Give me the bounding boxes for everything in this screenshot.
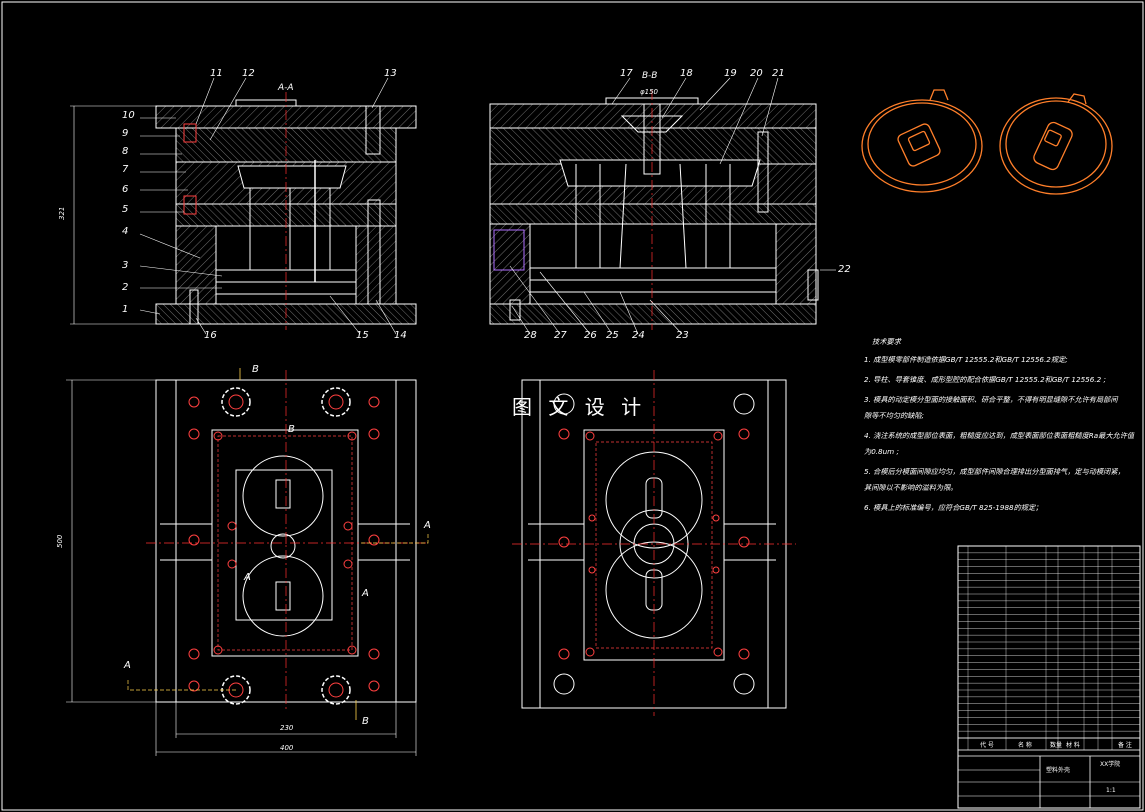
dim-height-top: 321 (58, 207, 66, 220)
section-marker-b-top: B (252, 364, 259, 375)
section-marker-b-mid: B (288, 424, 295, 435)
tech-requirements: 技术要求 1. 成型模零部件制造依据GB/T 12555.2和GB/T 1255… (864, 337, 1135, 512)
tech-req-item-4: 4. 浇注系统的成型部位表面，粗糙度应达到，成型表面部位表面粗糙度Ra最大允许值 (864, 431, 1135, 440)
callout-17: 17 (620, 68, 633, 79)
dim-small-label: φ150 (640, 88, 659, 96)
callout-24: 24 (632, 330, 645, 341)
tb-drawing-name: 塑料外壳 (1046, 766, 1070, 774)
section-bb-title: B-B (642, 71, 657, 81)
tech-req-item-2: 2. 导柱、导套锥度、成形型腔的配合依据GB/T 12555.2和GB/T 12… (864, 375, 1106, 384)
dim-width-outer: 400 (280, 744, 294, 752)
tb-header-remark: 备 注 (1118, 741, 1132, 749)
callouts-bottom-right: 28 27 26 25 24 23 22 (509, 264, 851, 341)
callout-7: 7 (122, 164, 129, 175)
callout-18: 18 (680, 68, 693, 79)
callout-8: 8 (122, 146, 128, 157)
callout-4: 4 (122, 226, 128, 237)
tech-req-item-3b: 隙等不均匀的缺陷; (864, 411, 924, 420)
callout-5: 5 (122, 204, 128, 215)
callouts-bottom-left: 16 15 14 (195, 295, 407, 341)
callout-1: 1 (122, 304, 128, 315)
callout-10: 10 (122, 110, 135, 121)
tech-req-title: 技术要求 (872, 337, 902, 346)
callout-13: 13 (384, 68, 397, 79)
dim-width-inner: 230 (280, 724, 294, 732)
section-marker-a-inner2: A (361, 588, 369, 599)
callout-11: 11 (210, 68, 223, 79)
callout-20: 20 (750, 68, 763, 79)
section-marker-a-left: A (123, 660, 131, 671)
product-parts (861, 89, 1113, 195)
dim-height-plan: 500 (56, 534, 64, 548)
tech-req-item-5b: 其间隙以不影响的溢料为限。 (864, 483, 957, 492)
tech-req-item-3: 3. 模具的动定模分型面的接触面积、研合平整，不得有明显缝隙不允许有局部间 (864, 395, 1118, 404)
callout-25: 25 (606, 330, 619, 341)
callout-26: 26 (584, 330, 597, 341)
watermark-text: 图 文 设 计 (512, 395, 646, 419)
callout-28: 28 (524, 330, 537, 341)
section-bb-view: B-B φ150 (489, 71, 819, 330)
tech-req-item-4b: 为0.8um ; (864, 447, 899, 456)
callout-16: 16 (204, 330, 217, 341)
tb-scale: 1:1 (1106, 787, 1116, 794)
tb-school: XX学院 (1100, 760, 1120, 768)
tech-req-item-5: 5. 合模后分模面间隙应均匀，成型部件间隙合理排出分型面排气，定与动模闭紧， (864, 467, 1125, 476)
callout-22: 22 (838, 264, 851, 275)
callouts-top-right: 17 18 19 20 21 (611, 68, 785, 165)
tech-req-item-1: 1. 成型模零部件制造依据GB/T 12555.2和GB/T 12556.2规定… (864, 355, 1068, 364)
callout-9: 9 (122, 128, 128, 139)
callouts-left: 10 9 8 7 6 5 4 3 2 1 (122, 110, 223, 315)
title-block: 代 号 名 称 数量 材 料 备 注 塑料外壳 XX学院 1:1 (957, 545, 1141, 809)
section-marker-a-inner: A (243, 572, 251, 583)
section-aa-view: 321 A-A (58, 83, 417, 330)
callout-23: 23 (676, 330, 689, 341)
tb-header-qty: 数量 (1050, 741, 1062, 749)
callout-27: 27 (554, 330, 567, 341)
callout-3: 3 (122, 260, 128, 271)
callout-15: 15 (356, 330, 369, 341)
callout-19: 19 (724, 68, 737, 79)
tb-header-code: 代 号 (980, 741, 994, 749)
section-marker-a-right: A (423, 520, 431, 531)
callout-6: 6 (122, 184, 128, 195)
tech-req-item-6: 6. 模具上的标准编号，应符合GB/T 825-1988的规定； (864, 503, 1042, 512)
callout-14: 14 (394, 330, 407, 341)
callout-12: 12 (242, 68, 255, 79)
plan-view-fixed-half: 图 文 设 计 (512, 370, 796, 716)
callout-2: 2 (122, 282, 128, 293)
callouts-top-left: 11 12 13 (195, 68, 397, 141)
tb-header-name: 名 称 (1018, 741, 1032, 749)
tb-header-material: 材 料 (1066, 741, 1080, 749)
section-marker-b-bottom: B (362, 716, 369, 727)
plan-view-moving-half: B B B A A A A 500 230 400 (56, 364, 431, 756)
callout-21: 21 (772, 68, 785, 79)
section-aa-title: A-A (277, 83, 294, 93)
